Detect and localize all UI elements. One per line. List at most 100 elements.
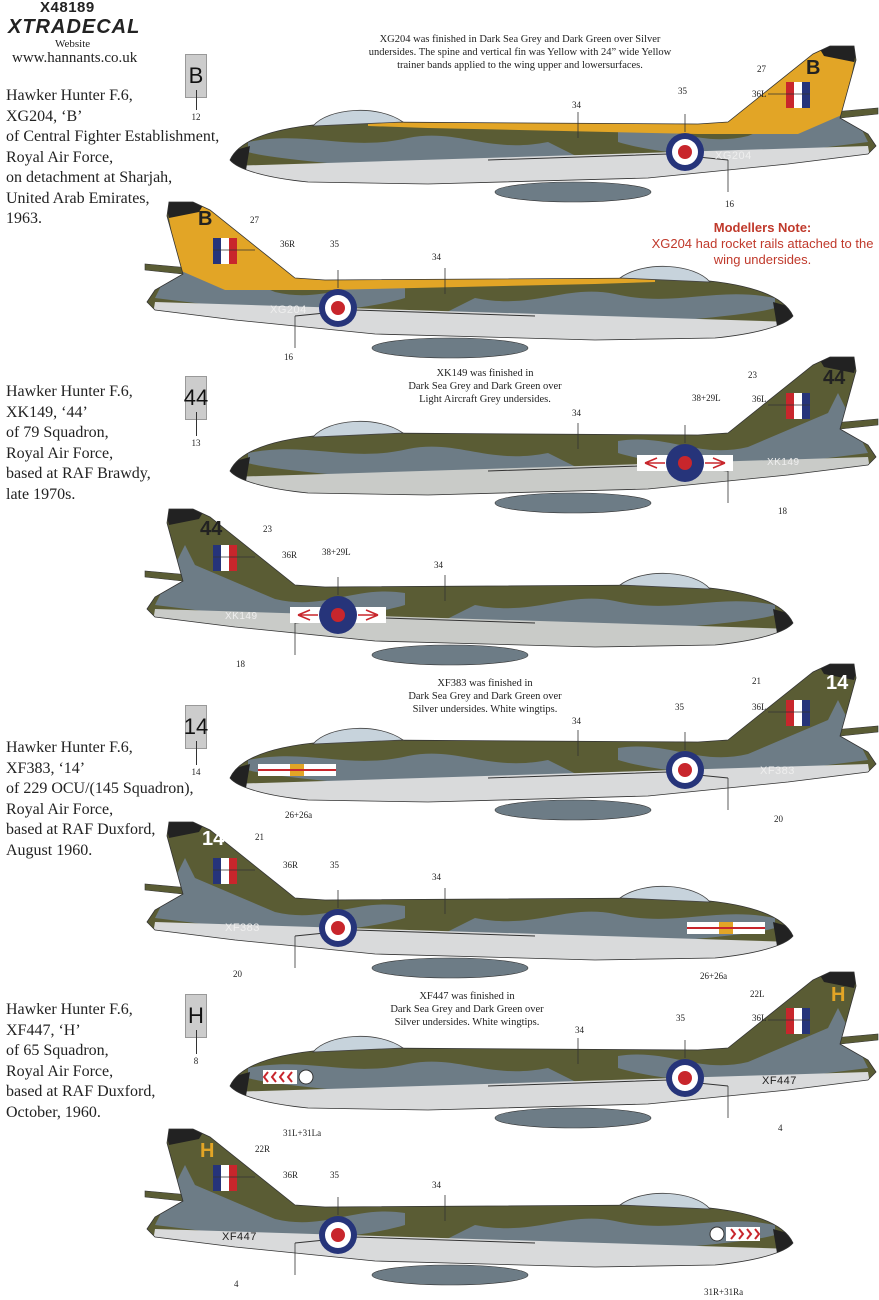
desc-line: XF383, ‘14’ xyxy=(6,759,86,777)
canopy xyxy=(618,885,711,903)
squadron-chevrons xyxy=(730,1228,761,1240)
fin-flash-white xyxy=(794,393,802,419)
callout-serial: 4 xyxy=(778,1123,783,1133)
website-label: Website xyxy=(55,38,91,50)
fin-flash-white xyxy=(794,1008,802,1034)
callout-roundel: 35 xyxy=(678,86,687,96)
desc-line: XG204, ‘B’ xyxy=(6,107,83,125)
callout-fin-code: 23 xyxy=(263,524,272,534)
callout-serial: 18 xyxy=(236,659,245,669)
callout-fin-code: 22L xyxy=(750,989,765,999)
fin-flash-red xyxy=(229,1165,237,1191)
callout-serial: 16 xyxy=(284,352,293,362)
desc-line: of 65 Squadron, xyxy=(6,1042,109,1059)
callout-fin-flash: 36R xyxy=(283,1170,299,1180)
desc-line: 1963. xyxy=(6,210,42,227)
callout-roundel: 38+29L xyxy=(322,547,351,557)
fin-flash-red xyxy=(786,700,794,726)
drop-tank xyxy=(371,337,529,359)
fin-flash xyxy=(786,700,810,726)
roundel-red xyxy=(331,608,345,622)
fin-flash xyxy=(213,545,237,571)
canopy xyxy=(618,572,711,590)
drop-tank xyxy=(494,492,652,514)
note-line: Light Aircraft Grey undersides. xyxy=(419,394,551,405)
airframe xyxy=(144,201,794,359)
fuselage-outline xyxy=(146,201,794,341)
canopy xyxy=(312,109,405,127)
callout-serial: 4 xyxy=(234,1279,239,1289)
airframe xyxy=(229,45,879,203)
squadron-badge xyxy=(709,1226,725,1242)
callout-fin-code: 22R xyxy=(255,1144,271,1154)
decal-swatch-h: H xyxy=(185,994,207,1038)
roundel-red xyxy=(678,145,692,159)
desc-line: on detachment at Sharjah, xyxy=(6,169,173,186)
scheme-description-xf383: Hawker Hunter F.6,XF383, ‘14’of 229 OCU/… xyxy=(6,738,194,861)
squadron-chevrons xyxy=(262,1071,293,1083)
callout-nose-marking: 31R+31Ra xyxy=(704,1287,744,1297)
desc-line: Royal Air Force, xyxy=(6,444,114,462)
drop-tank xyxy=(494,1107,652,1129)
roundel-red xyxy=(678,456,692,470)
fuselage-outline xyxy=(146,821,794,961)
fuselage-outline xyxy=(229,356,877,496)
airframe xyxy=(144,821,794,979)
callout-roundel: 35 xyxy=(330,1170,339,1180)
desc-line: based at RAF Duxford, xyxy=(6,1083,156,1100)
airframe xyxy=(229,971,879,1129)
fin-flash-blue xyxy=(802,393,810,419)
drop-tank xyxy=(494,799,652,821)
fin-flash xyxy=(213,1165,237,1191)
brand-logo: XTRADECAL xyxy=(8,16,141,38)
fin-flash-blue xyxy=(213,858,221,884)
website-url: www.hannants.co.uk xyxy=(12,50,138,66)
drop-tank xyxy=(494,181,652,203)
desc-line: Hawker Hunter F.6, xyxy=(6,1001,133,1018)
canopy xyxy=(312,1035,405,1053)
callout-fin-code: 21 xyxy=(255,832,264,842)
fin-code: 14 xyxy=(826,672,849,694)
fin-flash-red xyxy=(786,82,794,108)
fin-code: 14 xyxy=(202,828,225,850)
callout-wing: 34 xyxy=(572,100,581,110)
serial-marking: XF447 xyxy=(222,1231,257,1243)
callout-roundel: 35 xyxy=(330,239,339,249)
callout-fin-flash: 36L xyxy=(752,1013,767,1023)
callout-fin-code: 23 xyxy=(748,370,757,380)
underside xyxy=(147,922,793,960)
callout-roundel: 35 xyxy=(676,1013,685,1023)
drop-tank xyxy=(371,957,529,979)
desc-line: based at RAF Duxford, xyxy=(6,821,156,838)
callout-wing: 34 xyxy=(572,716,581,726)
desc-line: October, 1960. xyxy=(6,1103,101,1121)
canopy xyxy=(312,420,405,438)
fin-tip xyxy=(165,1129,205,1145)
callout-fin-flash: 36L xyxy=(752,394,767,404)
fin-flash xyxy=(213,238,237,264)
yellow-spine-and-fin xyxy=(165,202,655,290)
fin-flash-blue xyxy=(213,1165,221,1191)
fin-flash-white xyxy=(221,238,229,264)
airframe xyxy=(229,663,879,821)
underside xyxy=(147,1229,793,1267)
serial-marking: XG204 xyxy=(715,150,752,162)
product-code: X48189 xyxy=(40,0,95,16)
scheme-description-xg204: Hawker Hunter F.6,XG204, ‘B’of Central F… xyxy=(6,86,219,230)
fin-flash-red xyxy=(229,858,237,884)
roundel-bar-chevrons xyxy=(644,457,726,469)
fin-flash-white xyxy=(794,82,802,108)
fin-flash-white xyxy=(221,545,229,571)
roundel-red xyxy=(678,763,692,777)
serial-marking: XK149 xyxy=(225,611,258,622)
fin-flash xyxy=(786,393,810,419)
fin-code: B xyxy=(806,57,821,79)
decal-number: 12 xyxy=(191,112,201,122)
serial-marking: XK149 xyxy=(767,457,800,468)
fin-flash-white xyxy=(221,1165,229,1191)
callout-fin-code: 27 xyxy=(757,64,766,74)
profile-xf383-starboard xyxy=(144,821,794,979)
roundel-bar-chevrons xyxy=(297,609,379,621)
serial-marking: XG204 xyxy=(270,304,307,316)
